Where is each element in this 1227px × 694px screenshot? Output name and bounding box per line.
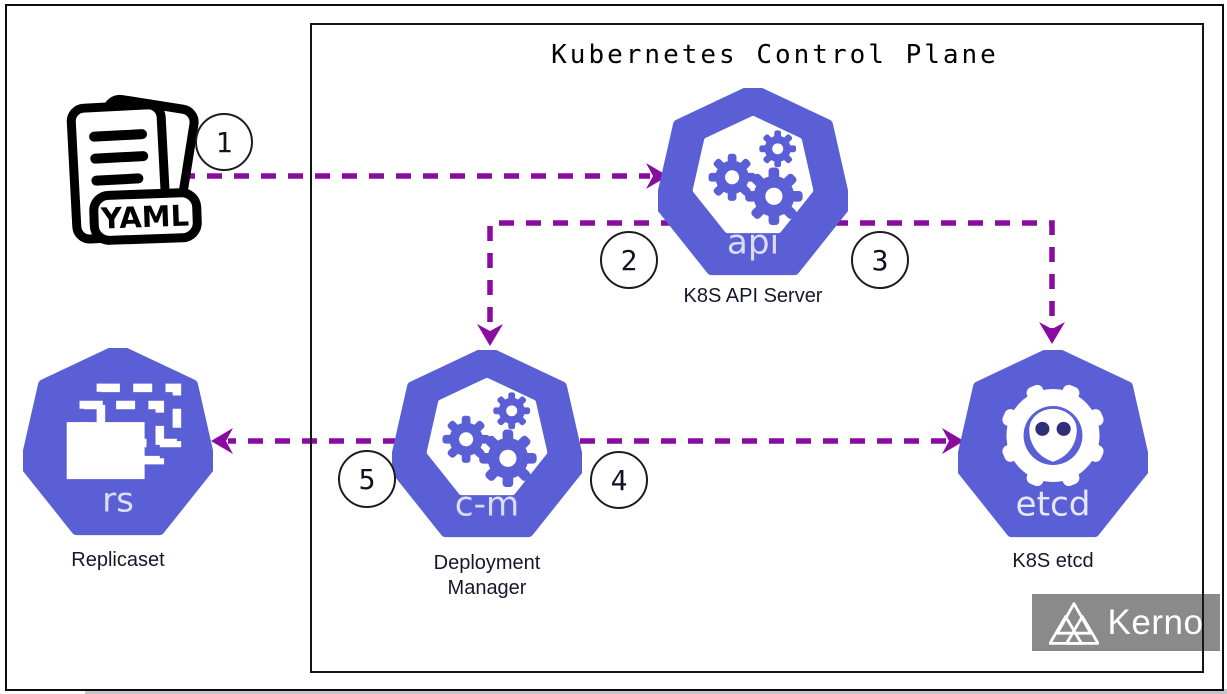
kerno-watermark: Kerno xyxy=(1032,594,1220,651)
controller-manager-caption: Deployment Manager xyxy=(382,551,592,601)
gear-icon xyxy=(745,167,803,226)
step-3-badge: 3 xyxy=(851,231,909,289)
gear-icon xyxy=(759,130,797,168)
etcd-node: etcd xyxy=(958,350,1148,538)
step-2-badge: 2 xyxy=(600,231,658,289)
step-1-number: 1 xyxy=(215,125,233,159)
step-4-badge: 4 xyxy=(590,451,648,509)
step-5-badge: 5 xyxy=(338,450,396,508)
cm-caption-line2: Manager xyxy=(447,577,527,599)
etcd-gear-face-icon xyxy=(1002,384,1104,487)
rs-icon-label: rs xyxy=(102,480,134,520)
etcd-icon-label: etcd xyxy=(1016,484,1091,524)
step-4-number: 4 xyxy=(610,463,628,497)
replicaset-caption: Replicaset xyxy=(71,549,165,571)
yaml-file-icon: YAML xyxy=(66,94,202,245)
diagram-title: Kubernetes Control Plane xyxy=(551,40,999,70)
gear-icon xyxy=(479,429,537,488)
arrowhead-2 xyxy=(477,324,503,346)
controller-manager-node: c-m xyxy=(392,350,582,538)
etcd-caption: K8S etcd xyxy=(1012,550,1094,572)
arrowhead-3 xyxy=(1039,322,1065,344)
replicaset-node: rs xyxy=(23,348,213,536)
step-1-badge: 1 xyxy=(195,113,253,171)
arrowhead-5 xyxy=(211,428,233,454)
yaml-badge-label: YAML xyxy=(99,199,189,236)
step-5-number: 5 xyxy=(358,462,376,496)
kerno-brand-name: Kerno xyxy=(1107,602,1204,642)
cm-icon-label: c-m xyxy=(455,484,519,524)
cm-caption-line1: Deployment xyxy=(433,552,541,574)
api-server-caption: K8S API Server xyxy=(683,285,823,307)
step-3-number: 3 xyxy=(871,243,889,277)
api-server-node: api xyxy=(658,88,848,276)
gear-icon xyxy=(493,392,531,430)
replicaset-stack-icon xyxy=(66,383,182,480)
step-2-number: 2 xyxy=(620,243,638,277)
bottom-edge-strip xyxy=(85,689,1227,694)
api-icon-label: api xyxy=(727,222,779,262)
kerno-triangles-icon xyxy=(1048,601,1099,645)
